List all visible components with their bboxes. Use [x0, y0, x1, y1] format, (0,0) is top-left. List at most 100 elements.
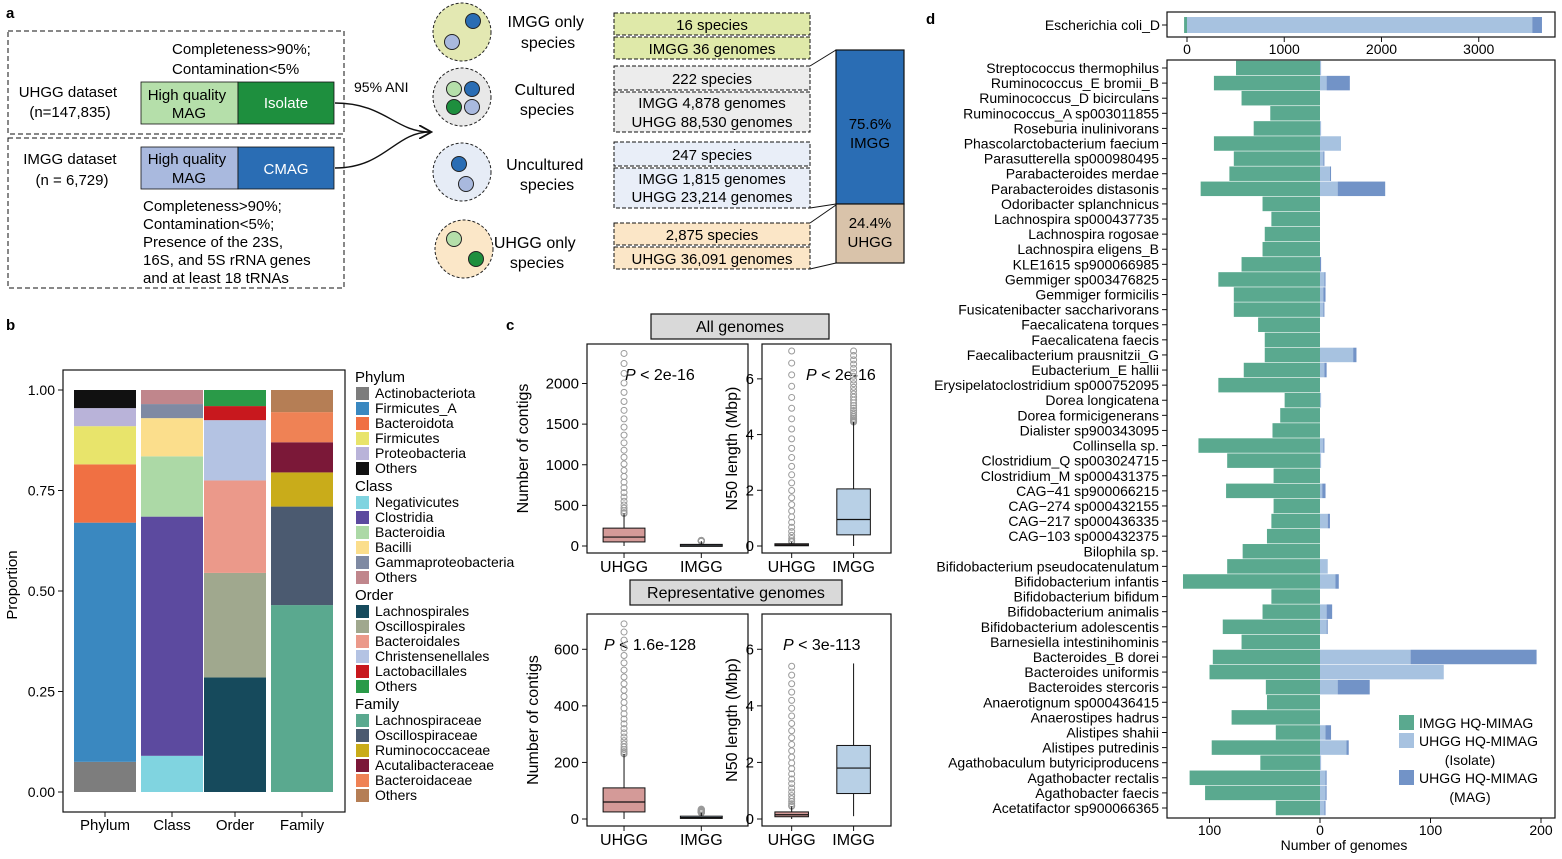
- c-box: [836, 488, 871, 536]
- b-bar-segment: [204, 390, 266, 407]
- d-imgg-bar: [1226, 483, 1320, 499]
- genome-dot: [468, 251, 484, 267]
- d-isolate-bar: [1320, 785, 1326, 801]
- b-y-axis: 0.000.250.500.751.00: [28, 382, 63, 800]
- c-box: [602, 787, 646, 813]
- b-bar-segment: [141, 418, 203, 457]
- c-outlier: [620, 740, 628, 748]
- panel-a: a Completeness>90%; Contamination<5% UHG…: [6, 2, 905, 289]
- genome-dot: [458, 176, 474, 192]
- category-label-line: species: [520, 102, 574, 119]
- category-label-line: Uncultured: [506, 157, 583, 174]
- d-species-bars: Streptococcus thermophilusRuminococcus_E…: [934, 60, 1553, 838]
- d-species-label: Anaerostipes hadrus: [1031, 709, 1159, 725]
- cultured-counts: 222 species IMGG 4,878 genomes UHGG 88,5…: [613, 65, 811, 133]
- d-top-xtick-label: 3000: [1463, 41, 1494, 57]
- c-plot-frame: [761, 613, 892, 827]
- cultured-label: Cultured species: [515, 82, 580, 119]
- d-mag-bar: [1324, 362, 1327, 378]
- c-outlier: [788, 359, 796, 367]
- c-xtick-label: IMGG: [832, 832, 875, 849]
- uhgg-only-circle: [434, 219, 494, 279]
- d-species-label: Clostridium_Q sp003024715: [982, 453, 1160, 469]
- b-legend-swatch: [356, 387, 369, 400]
- c-outlier: [620, 501, 628, 509]
- d-species-label: Alistipes putredinis: [1042, 740, 1159, 756]
- d-imgg-bar: [1241, 90, 1320, 106]
- d-mag-bar: [1335, 574, 1339, 589]
- c-outlier: [620, 504, 628, 512]
- b-legend-item: Ruminococcaceae: [375, 742, 490, 758]
- c-outlier: [620, 446, 628, 454]
- c-ytick-label: 600: [554, 641, 579, 658]
- c-outlier: [620, 652, 628, 660]
- d-legend-label: (MAG): [1449, 789, 1490, 805]
- c-outlier: [788, 784, 796, 792]
- category-label-line: species: [510, 255, 564, 272]
- c-outlier: [788, 435, 796, 443]
- c-outlier: [850, 404, 858, 412]
- genome-count: IMGG 36 genomes: [649, 41, 776, 58]
- c-outlier: [788, 347, 796, 355]
- d-isolate-bar: [1320, 649, 1411, 665]
- c-outlier: [850, 390, 858, 398]
- b-legend-swatch: [356, 774, 369, 787]
- d-species-label: Eubacterium_E hallii: [1031, 362, 1159, 378]
- b-bar-segment: [141, 516, 203, 756]
- b-ytick-label: 0.50: [28, 583, 55, 599]
- genome-count: IMGG 4,878 genomes: [638, 95, 786, 112]
- b-legend-item: Gammaproteobacteria: [375, 554, 515, 570]
- d-legend-swatch: [1399, 770, 1414, 785]
- c-pvalue: P < 1.6e-128: [604, 637, 696, 654]
- genome-count: UHGG 23,214 genomes: [632, 189, 793, 206]
- d-isolate-bar: [1320, 574, 1336, 589]
- b-legend-swatch: [356, 605, 369, 618]
- b-legend-swatch: [356, 635, 369, 648]
- c-pvalue: P < 3e-113: [783, 637, 861, 654]
- c-outlier: [788, 753, 796, 761]
- b-legend-item: Negativicutes: [375, 494, 459, 510]
- d-species-label: CAG−274 sp000432155: [1008, 498, 1159, 514]
- genome-dot: [464, 99, 480, 115]
- c-outlier: [788, 371, 796, 379]
- d-mag-bar: [1410, 649, 1537, 665]
- b-xtick-label: Order: [216, 817, 254, 834]
- d-ecoli-label: Escherichia coli_D: [1045, 17, 1160, 33]
- d-isolate-bar: [1320, 619, 1327, 635]
- b-stacked-bars: [74, 390, 333, 792]
- c-ytick-label: 1000: [546, 457, 579, 474]
- d-isolate-bar: [1320, 392, 1322, 408]
- c-outlier: [620, 453, 628, 461]
- c-outlier: [788, 740, 796, 748]
- d-imgg-bar: [1265, 679, 1320, 695]
- d-imgg-bar: [1271, 211, 1320, 227]
- d-imgg-bar: [1275, 800, 1320, 816]
- d-top-xtick-label: 0: [1183, 41, 1191, 57]
- c-outlier: [620, 489, 628, 497]
- c-outlier: [788, 393, 796, 401]
- b-xtick-label: Class: [153, 817, 191, 834]
- d-imgg-bar: [1264, 347, 1320, 363]
- genome-count: UHGG 36,091 genomes: [632, 251, 793, 268]
- b-bar-segment: [141, 404, 203, 419]
- c-outlier: [788, 662, 796, 670]
- species-count: 2,875 species: [666, 227, 759, 244]
- genome-dot: [464, 81, 480, 97]
- b-legend-item: Proteobacteria: [375, 445, 466, 461]
- c-outlier: [620, 349, 628, 357]
- d-species-label: Dorea formicigenerans: [1017, 407, 1159, 423]
- c-outlier: [850, 380, 858, 388]
- d-legend-label: UHGG HQ-MIMAG: [1419, 733, 1538, 749]
- species-count: 16 species: [676, 17, 748, 34]
- d-isolate-bar: [1320, 302, 1324, 317]
- d-imgg-bar: [1262, 604, 1320, 619]
- b-ytick-label: 0.25: [28, 684, 55, 700]
- c-outlier: [788, 696, 796, 704]
- c-outlier: [788, 425, 796, 433]
- d-species-label: Bifidobacterium animalis: [1007, 604, 1159, 620]
- c-xtick-label: UHGG: [600, 832, 648, 849]
